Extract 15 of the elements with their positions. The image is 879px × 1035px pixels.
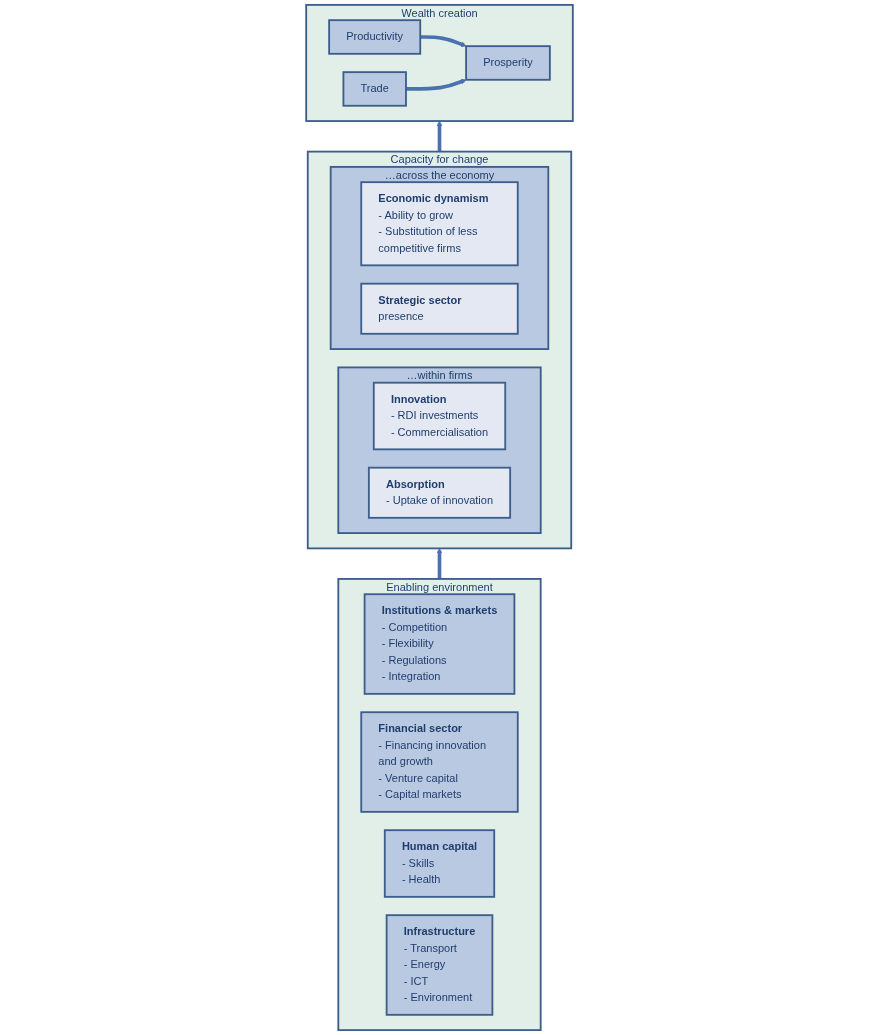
arrow bbox=[420, 35, 467, 47]
node-box: Strategic sector presence bbox=[360, 282, 519, 335]
node-box: Prosperity bbox=[465, 45, 551, 81]
node-box: Productivity bbox=[328, 19, 422, 55]
node-box: Financial sector - Financing innovation and growth - Venture capital - Capital markets bbox=[360, 711, 519, 813]
node-box: Trade bbox=[342, 71, 407, 107]
node-box: Absorption - Uptake of innovation bbox=[367, 466, 512, 519]
node-box: Human capital - Skills - Health bbox=[383, 829, 496, 898]
node-box: Institutions & markets - Competition - Flexibility - Regulations - Integration bbox=[363, 593, 516, 695]
node-box: Infrastructure - Transport - Energy - ICT - Environment bbox=[385, 914, 494, 1016]
arrow bbox=[406, 78, 467, 91]
arrow bbox=[436, 548, 443, 579]
arrow bbox=[436, 120, 443, 152]
node-box: Economic dynamism - Ability to grow - Substitution of less competitive firms bbox=[360, 181, 519, 267]
node-box: Innovation - RDI investments - Commercialisation bbox=[372, 381, 507, 451]
